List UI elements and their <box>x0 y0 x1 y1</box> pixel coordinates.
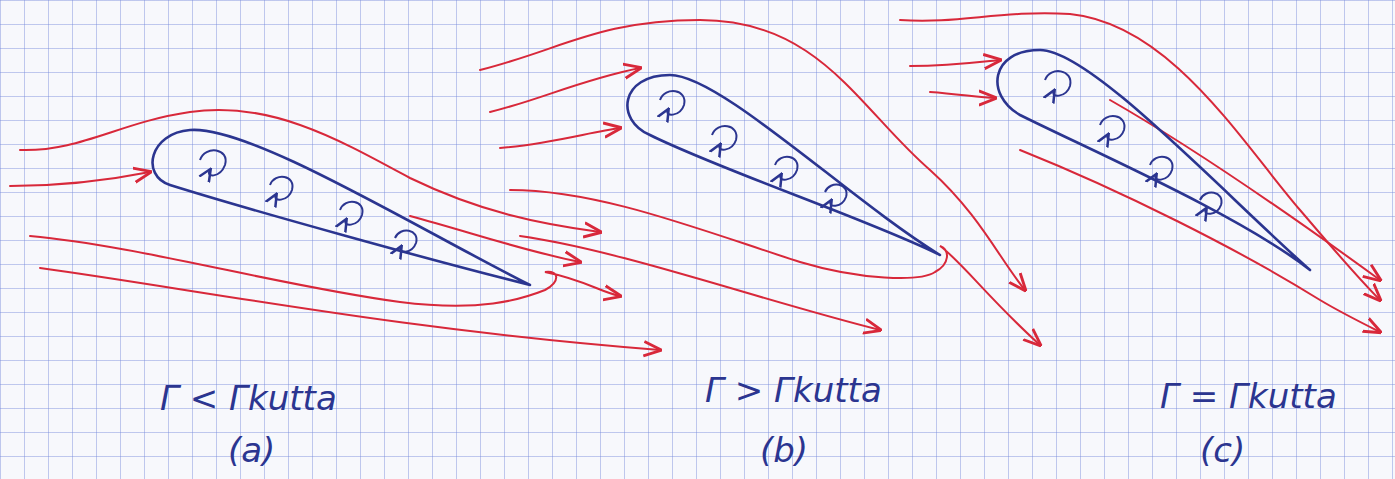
case-label: (b) <box>760 432 808 469</box>
circulation-condition: Γ = Γkutta <box>1160 378 1337 415</box>
case-label: (c) <box>1200 432 1245 469</box>
circulation-condition: Γ < Γkutta <box>160 380 337 417</box>
circulation-condition: Γ > Γkutta <box>705 372 882 409</box>
case-label: (a) <box>228 432 275 469</box>
airfoil-outlines <box>153 50 1310 285</box>
circulation-swirls <box>200 71 1222 252</box>
streamlines <box>10 13 1380 350</box>
